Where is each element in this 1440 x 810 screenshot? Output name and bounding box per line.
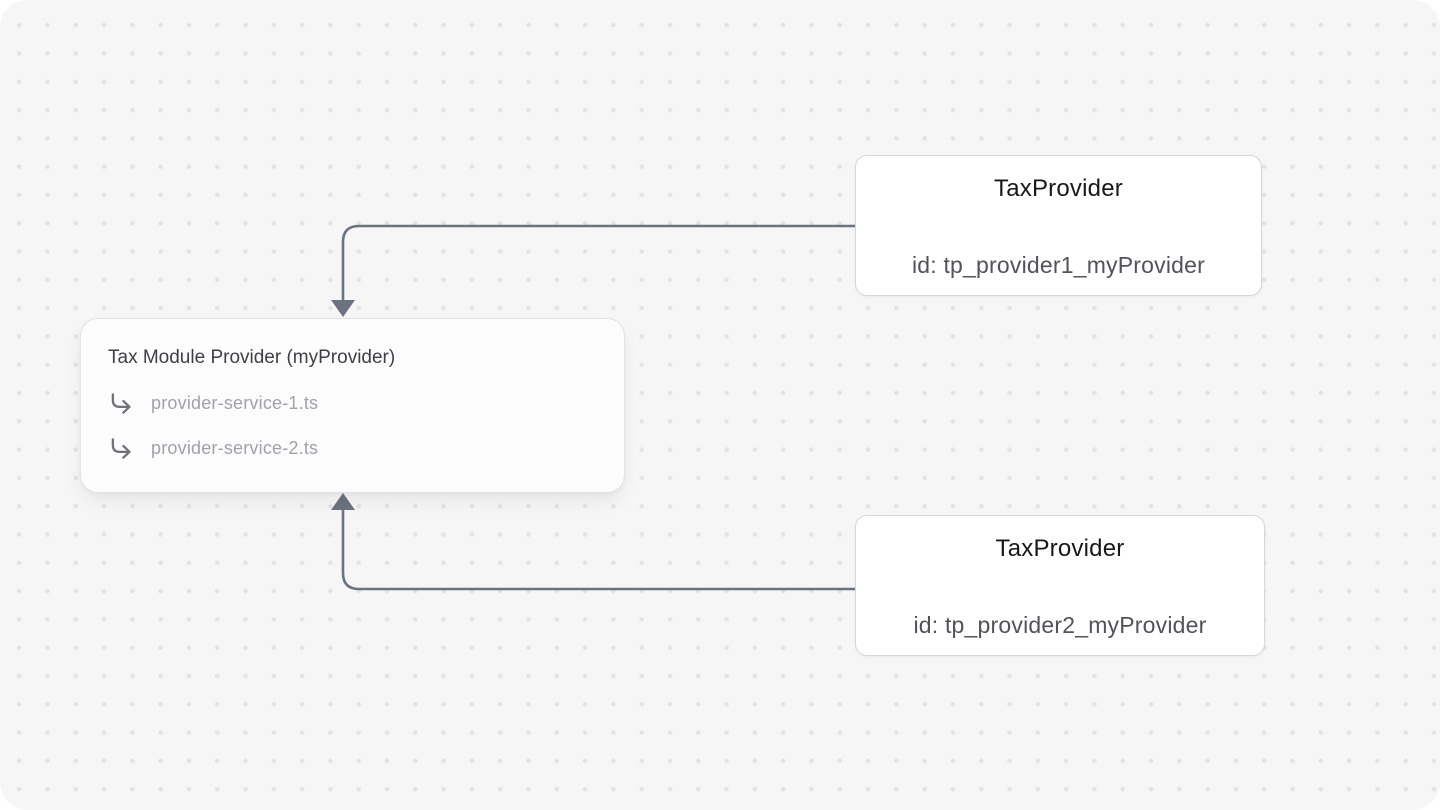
service-label: provider-service-2.ts <box>151 438 319 458</box>
node-id-label: id: tp_provider2_myProvider <box>913 612 1207 638</box>
node-tax-provider-1: TaxProvider id: tp_provider1_myProvider <box>855 155 1262 296</box>
connector-provider1-to-module <box>341 224 855 300</box>
arrowhead-up-icon <box>331 493 355 510</box>
corner-down-right-icon <box>111 393 131 414</box>
service-label: provider-service-1.ts <box>151 393 319 413</box>
node-title: TaxProvider <box>994 175 1123 202</box>
module-title: Tax Module Provider (myProvider) <box>108 347 396 368</box>
service-row: provider-service-2.ts <box>108 437 596 460</box>
corner-down-right-icon <box>111 438 131 459</box>
node-tax-provider-2: TaxProvider id: tp_provider2_myProvider <box>855 515 1265 656</box>
connector-provider2-to-module <box>341 510 855 591</box>
arrowhead-down-icon <box>331 300 355 317</box>
node-tax-module-provider: Tax Module Provider (myProvider) provide… <box>80 318 625 493</box>
node-title: TaxProvider <box>995 535 1125 562</box>
node-id-label: id: tp_provider1_myProvider <box>911 252 1206 278</box>
service-row: provider-service-1.ts <box>108 392 596 415</box>
